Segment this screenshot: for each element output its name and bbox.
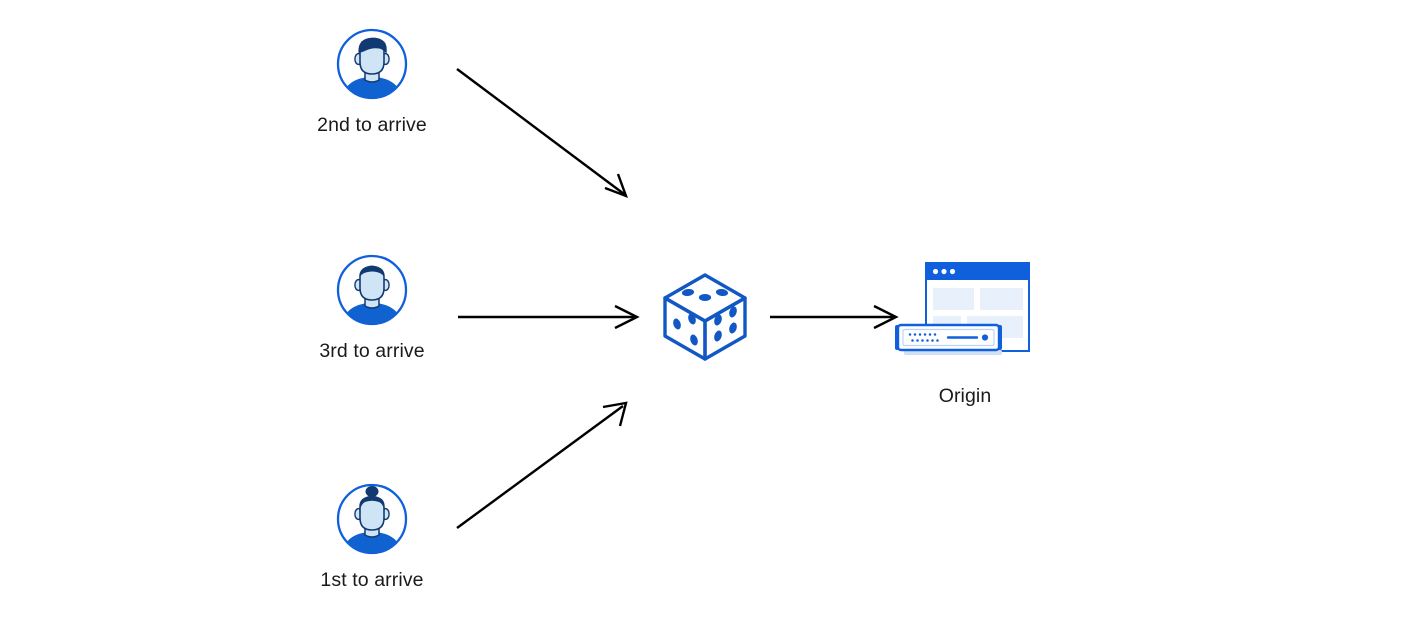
dice-cube-icon [663,273,747,361]
node-label-client-2nd: 2nd to arrive [317,114,427,136]
node-randomizer[interactable] [650,262,760,372]
user-avatar-icon [336,28,408,100]
origin-server-icon [895,262,1030,355]
user-avatar-icon [336,254,408,326]
node-origin[interactable]: Origin [870,255,1060,408]
node-label-client-1st: 1st to arrive [320,569,424,591]
node-client-1st[interactable]: 1st to arrive [292,482,452,592]
edge-1st-to-dice [456,401,628,529]
edge-3rd-to-dice [458,304,640,330]
node-label-client-3rd: 3rd to arrive [319,340,425,362]
node-label-origin: Origin [938,385,992,407]
server-device-shape [895,323,1002,355]
node-client-2nd[interactable]: 2nd to arrive [292,27,452,137]
node-client-3rd[interactable]: 3rd to arrive [292,253,452,363]
user-avatar-icon [336,483,408,555]
edge-2nd-to-dice [456,68,629,199]
